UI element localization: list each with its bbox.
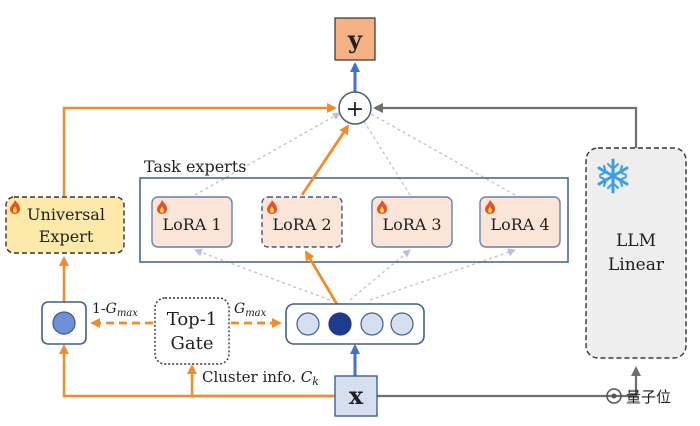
pool-dot-2-selected	[328, 312, 352, 336]
llm-path	[373, 103, 641, 398]
universal-expert-label-line1: Universal	[27, 205, 105, 224]
universal-expert-label-line2: Expert	[39, 227, 94, 246]
output-y-box	[334, 17, 376, 61]
llm-linear-label-line2: Linear	[608, 255, 665, 275]
dotted-connections	[194, 109, 516, 301]
watermark-logo-icon	[606, 388, 622, 404]
input-x-label: x	[349, 381, 364, 410]
watermark: 量子位	[606, 388, 671, 406]
gate-label-line2: Gate	[171, 333, 214, 354]
output-y-label: y	[347, 25, 363, 54]
one-minus-gmax-label: 1-Gmax	[92, 301, 138, 319]
lora-expert-4: LoRA 4	[479, 196, 561, 248]
flame-icon	[10, 200, 20, 214]
pool-dot-3	[360, 312, 384, 336]
lora-expert-2-label: LoRA 2	[272, 215, 331, 234]
snowflake-icon	[597, 158, 629, 194]
expert-selection-pool	[285, 303, 425, 345]
selected-expert-path	[300, 124, 350, 307]
lora-expert-1: LoRA 1	[151, 196, 233, 248]
input-x-box	[334, 375, 378, 417]
lora-expert-1-label: LoRA 1	[162, 215, 221, 234]
universal-weight-dot	[52, 311, 76, 335]
flame-icon	[485, 200, 495, 214]
pool-dot-1	[296, 312, 320, 336]
pool-dot-4	[390, 312, 414, 336]
gate-label-line1: Top-1	[167, 309, 218, 330]
task-experts-container	[139, 177, 569, 263]
cluster-info-arrow	[187, 364, 335, 398]
llm-linear-label-line1: LLM	[616, 231, 656, 251]
lora-expert-4-label: LoRA 4	[490, 215, 549, 234]
sum-node-symbol: +	[346, 97, 364, 122]
sum-node	[338, 91, 372, 125]
flame-icon	[377, 200, 387, 214]
lora-expert-3: LoRA 3	[371, 196, 453, 248]
watermark-logo-dot	[611, 393, 617, 399]
gmax-label: Gmax	[234, 301, 267, 319]
lora-expert-3-label: LoRA 3	[382, 215, 441, 234]
flame-icon	[157, 200, 167, 214]
watermark-text: 量子位	[626, 388, 671, 406]
lora-expert-2: LoRA 2	[261, 196, 343, 248]
top1-gate-box	[154, 297, 230, 365]
task-experts-title: Task experts	[144, 157, 246, 176]
universal-expert-box	[5, 196, 125, 254]
cluster-info-label: Cluster info. Ck	[202, 368, 319, 388]
flame-icon	[267, 200, 277, 214]
llm-linear-box	[585, 147, 687, 359]
